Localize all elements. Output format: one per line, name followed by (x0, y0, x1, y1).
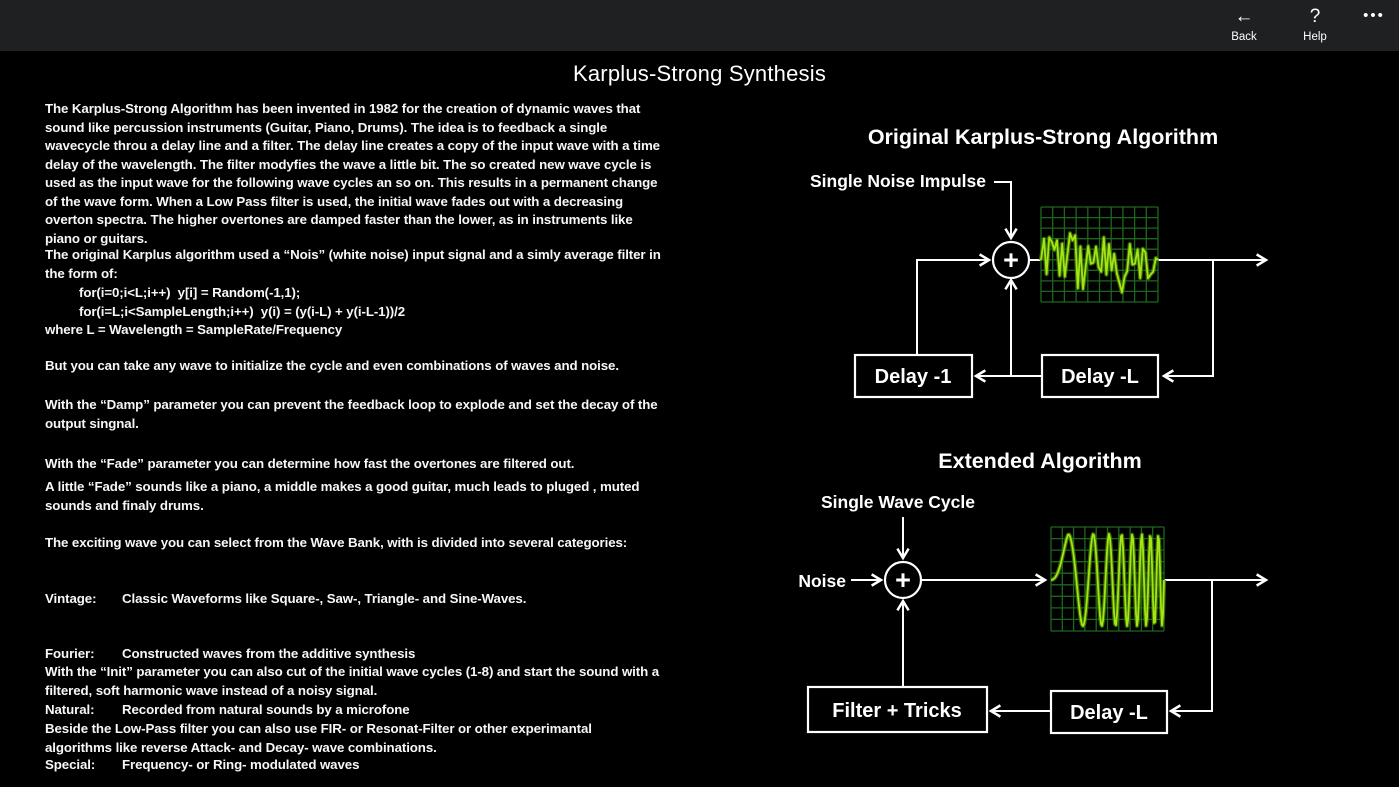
diagram1-connectors (916, 181, 1269, 383)
paragraph-original-algorithm: The original Karplus algorithm used a “N… (45, 247, 665, 281)
paragraph-damp: With the “Damp” parameter you can preven… (45, 397, 662, 431)
help-button[interactable]: ? Help (1283, 5, 1347, 49)
category-desc: Recorded from natural sounds by a microf… (122, 701, 410, 717)
paragraph-filters: Beside the Low-Pass filter you can also … (45, 721, 596, 755)
plus-symbol: + (1003, 245, 1019, 275)
ellipsis-icon: ••• (1363, 7, 1385, 24)
category-row: Special: Frequency- or Ring- modulated w… (45, 756, 661, 775)
category-desc: Classic Waveforms like Square-, Saw-, Tr… (122, 590, 527, 606)
back-arrow-icon: ← (1234, 6, 1254, 27)
more-button[interactable]: ••• (1351, 5, 1397, 49)
wave-cycle-label: Single Wave Cycle (821, 492, 975, 512)
question-mark-icon: ? (1309, 6, 1321, 27)
delay-L-box-2: Delay -L (1049, 689, 1169, 735)
back-button[interactable]: ← Back (1212, 5, 1276, 49)
diagram1-title: Original Karplus-Strong Algorithm (868, 125, 1218, 149)
delay-L-label: Delay -L (1061, 366, 1139, 388)
paragraph-fade-detail: A little “Fade” sounds like a piano, a m… (45, 479, 643, 513)
category-label: Vintage: (45, 590, 97, 606)
category-label: Special: (45, 757, 96, 772)
diagram-canvas: Original Karplus-Strong Algorithm Single… (798, 125, 1269, 735)
paragraph-fade: With the “Fade” parameter you can determ… (45, 456, 575, 471)
diagram2-connectors (851, 517, 1269, 718)
paragraph-where: where L = Wavelength = SampleRate/Freque… (45, 322, 343, 337)
category-row: Natural: Recorded from natural sounds by… (45, 701, 661, 720)
paragraph-any-wave: But you can take any wave to initialize … (45, 358, 619, 373)
filter-tricks-label: Filter + Tricks (832, 700, 962, 722)
wave-scope (1049, 526, 1167, 632)
noise-impulse-label: Single Noise Impulse (810, 171, 986, 191)
back-label: Back (1231, 31, 1257, 43)
page-title: Karplus-Strong Synthesis (572, 61, 827, 86)
help-label: Help (1303, 31, 1327, 43)
category-row: Fourier: Constructed waves from the addi… (45, 645, 661, 664)
delay-1-box: Delay -1 (853, 353, 974, 399)
paragraph-intro: The Karplus-Strong Algorithm has been in… (45, 101, 664, 246)
diagram2-title: Extended Algorithm (938, 449, 1141, 473)
code-line-1: for(i=0;i<L;i++) y[i] = Random(-1,1); (79, 285, 301, 300)
sum-node-2: + (883, 560, 923, 600)
filter-tricks-box: Filter + Tricks (806, 685, 989, 734)
category-desc: Frequency- or Ring- modulated waves (122, 757, 360, 772)
delay-1-label: Delay -1 (875, 366, 952, 388)
paragraph-init: With the “Init” parameter you can also c… (45, 664, 663, 698)
category-list: Vintage: Classic Waveforms like Square-,… (45, 553, 661, 787)
noise-scope (1038, 206, 1160, 303)
plus-symbol: + (895, 565, 911, 595)
paragraph-wavebank: The exciting wave you can select from th… (45, 535, 628, 550)
sum-node-1: + (991, 240, 1031, 280)
code-line-2: for(i=L;i<SampleLength;i++) y(i) = (y(i-… (79, 303, 406, 319)
delay-L-label: Delay -L (1070, 702, 1148, 724)
delay-L-box-1: Delay -L (1040, 353, 1160, 399)
category-row: Vintage: Classic Waveforms like Square-,… (45, 590, 661, 609)
noise-label: Noise (798, 571, 846, 591)
category-label: Fourier: (45, 646, 95, 661)
topbar: ← Back ? Help ••• (0, 0, 1399, 51)
category-desc: Constructed waves from the additive synt… (122, 646, 416, 661)
category-label: Natural: (45, 701, 95, 717)
